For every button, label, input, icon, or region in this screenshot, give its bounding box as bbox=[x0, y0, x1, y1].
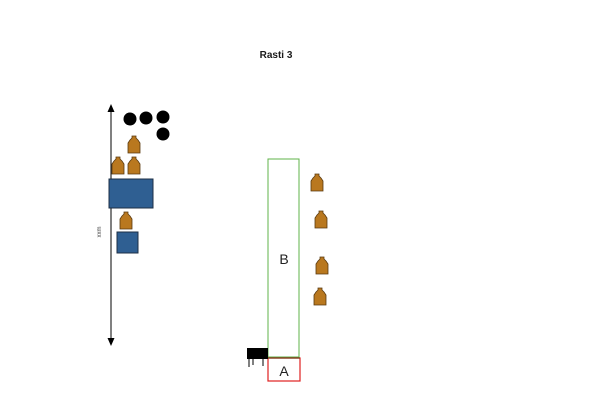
diagram-title: Rasti 3 bbox=[259, 50, 293, 61]
steel-plate-icon bbox=[123, 112, 137, 126]
paper-target-icon bbox=[127, 156, 141, 175]
steel-plate-icon bbox=[139, 111, 153, 125]
zone-a-label: A bbox=[279, 363, 289, 379]
zone-b bbox=[267, 158, 300, 358]
paper-target-icon bbox=[127, 135, 141, 154]
steel-plates bbox=[123, 110, 170, 141]
right-paper-targets bbox=[310, 173, 329, 306]
zone-b-label: B bbox=[279, 251, 288, 267]
steel-plate-icon bbox=[156, 110, 170, 124]
paper-target-icon bbox=[313, 287, 327, 306]
dimension-arrow bbox=[107, 104, 115, 346]
paper-target-icon bbox=[111, 156, 125, 175]
paper-target-icon bbox=[315, 256, 329, 275]
barricade-small bbox=[116, 231, 139, 254]
paper-target-icon bbox=[119, 211, 133, 230]
paper-target-icon bbox=[314, 210, 328, 229]
barricade-large bbox=[108, 178, 154, 209]
dimension-label: xxm bbox=[97, 227, 103, 238]
table-icon bbox=[247, 348, 268, 367]
steel-plate-icon bbox=[156, 127, 170, 141]
paper-target-icon bbox=[310, 173, 324, 192]
